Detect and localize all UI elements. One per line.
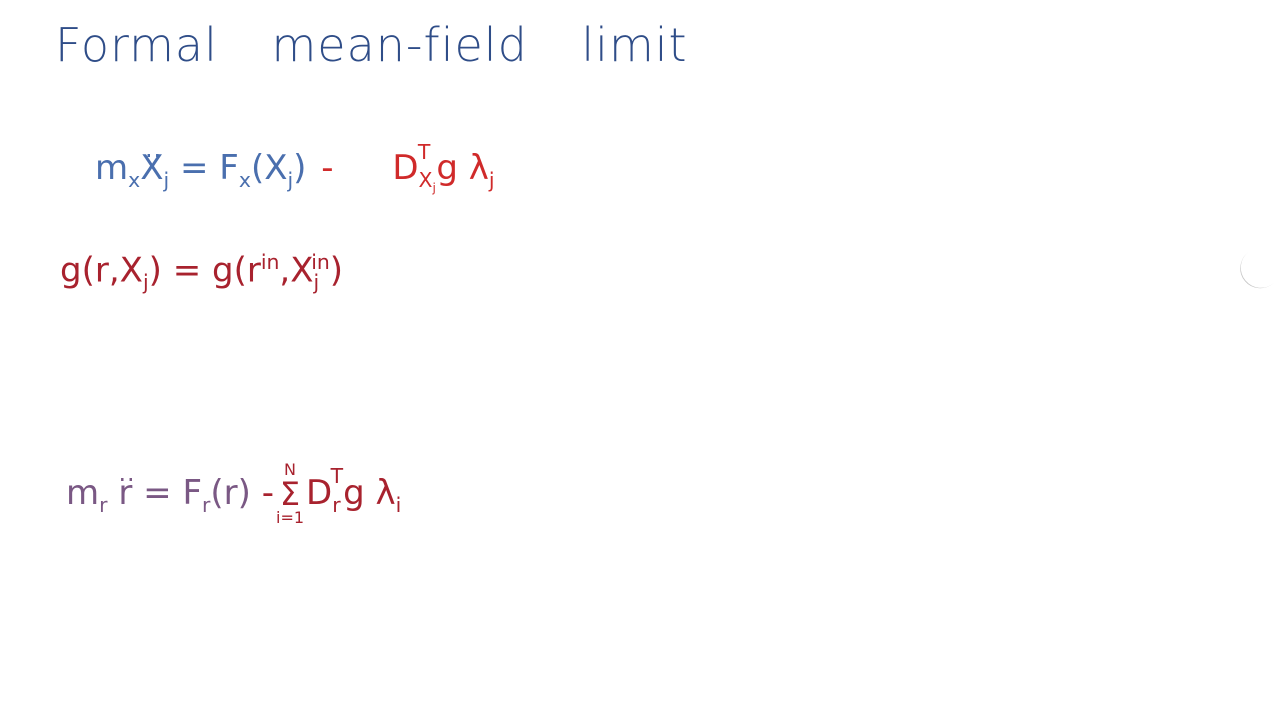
equation-constraint: g(r,Xj) = g(rin,Xjin) — [60, 250, 344, 295]
eq1-minus: - — [321, 148, 334, 189]
eq1-lhs: mxXj = Fx(Xj) — [95, 148, 306, 192]
page-title: Formal mean-field limit — [55, 18, 688, 72]
eq3-lhs: mr r = Fr(r) — [66, 473, 251, 517]
stray-stroke-mark — [1231, 239, 1280, 297]
